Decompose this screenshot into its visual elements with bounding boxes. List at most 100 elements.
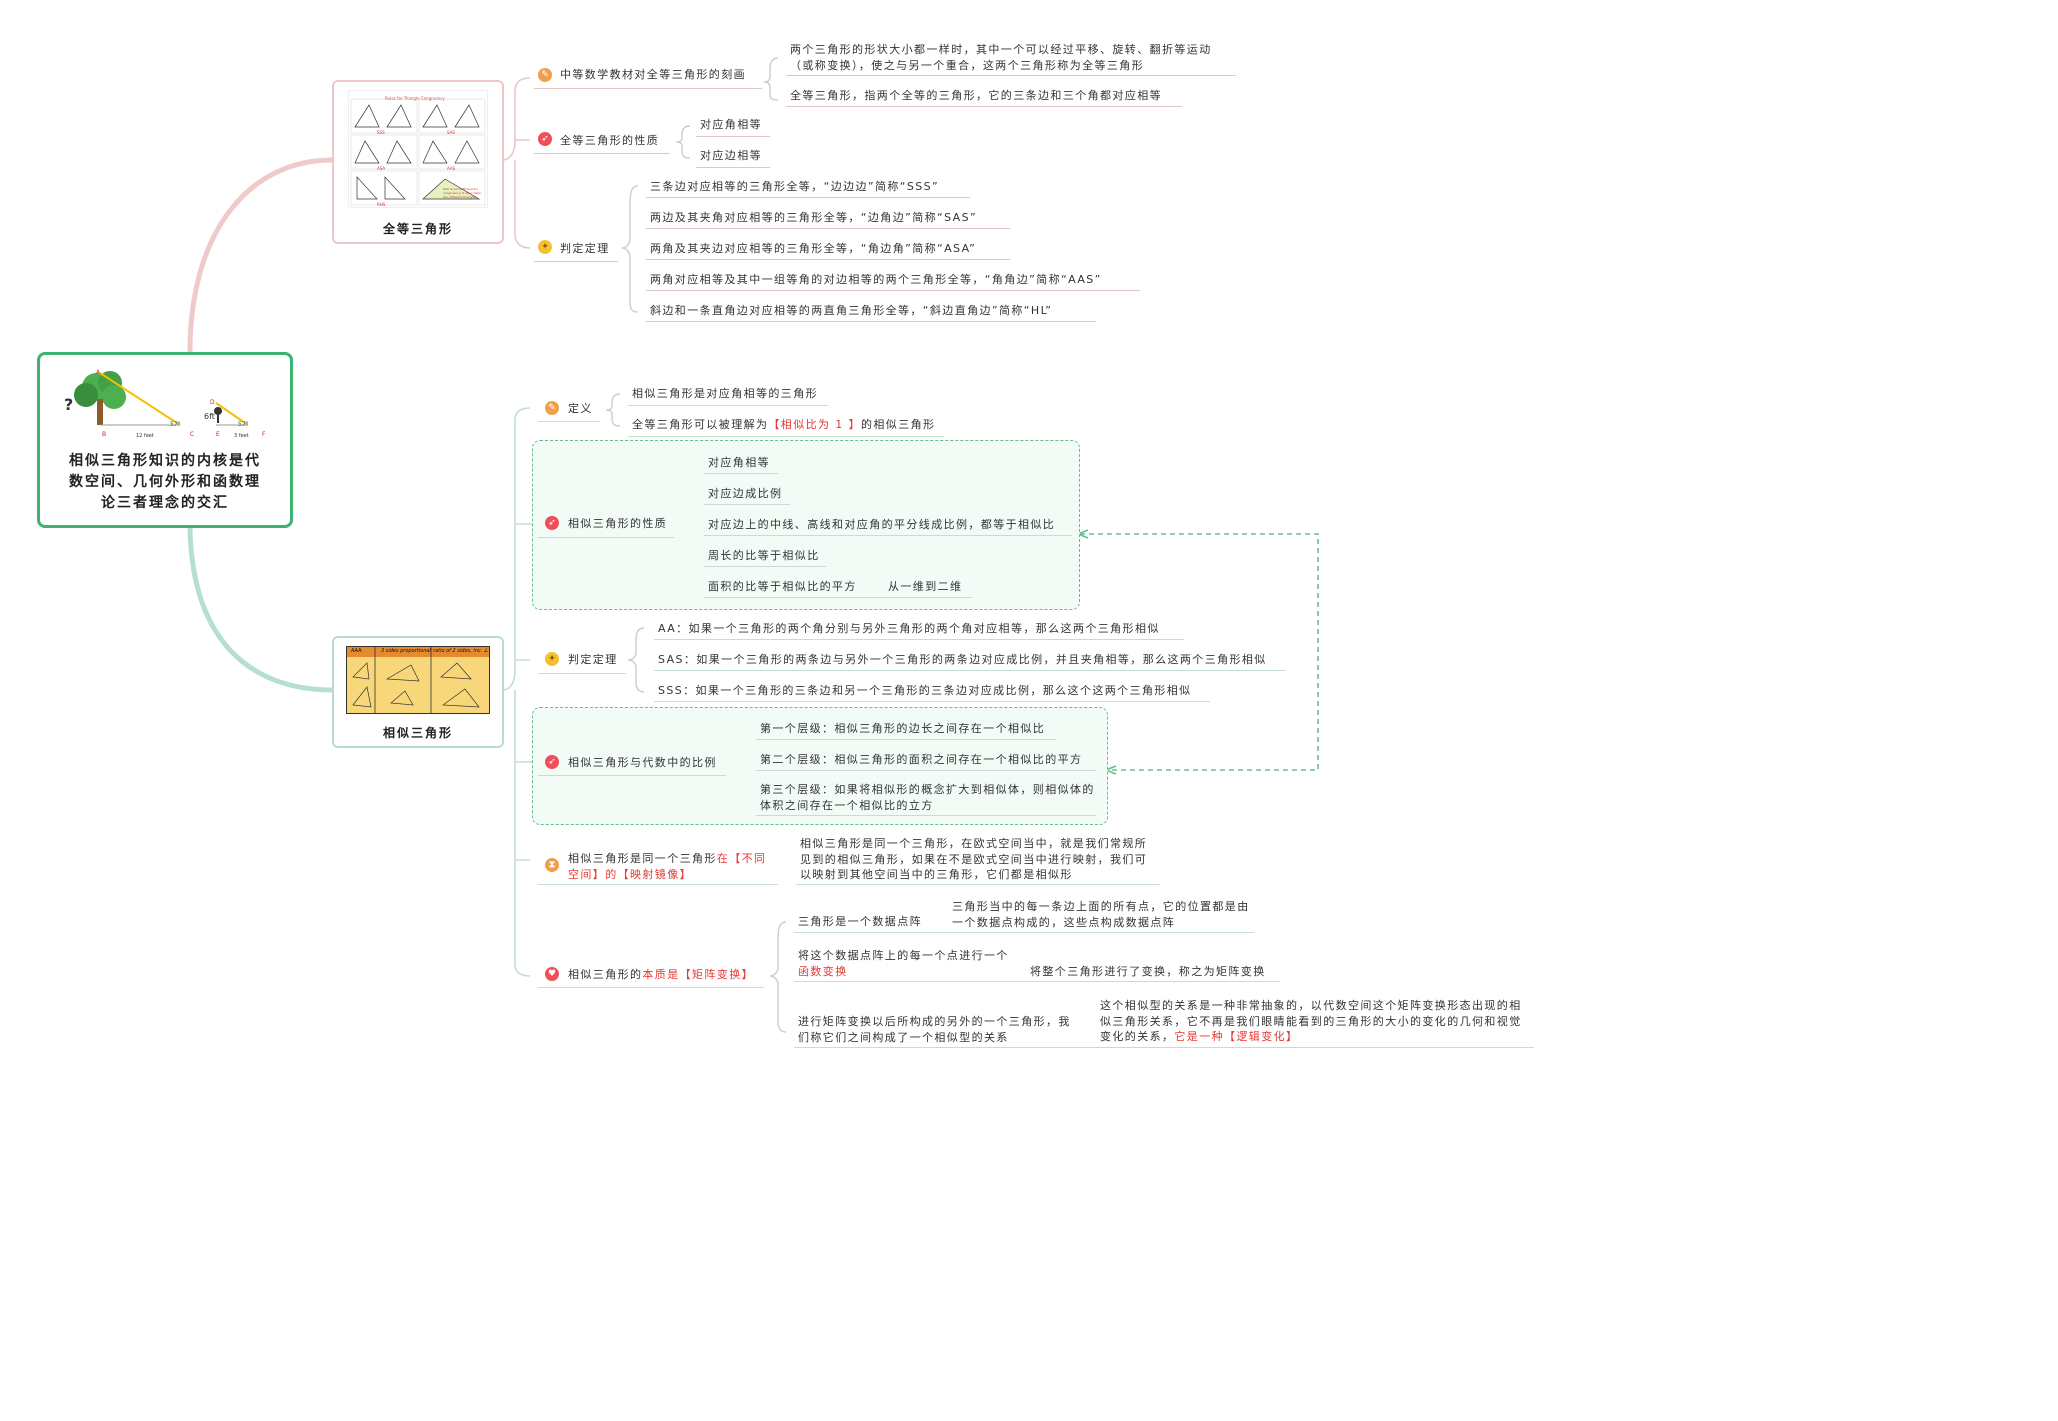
- similar-thumb-header-row: [347, 647, 489, 657]
- root-title-line-2: 数空间、几何外形和函数理: [69, 474, 261, 490]
- congruent-thumb-asa: ASA: [377, 166, 386, 171]
- sim-criteria-item-1[interactable]: AA：如果一个三角形的两个角分别与另外三角形的两个角对应相等，那么这两个三角形相…: [658, 622, 1160, 635]
- cong-textbook-item-1-underline: [786, 75, 1236, 76]
- cong-criteria-item-1[interactable]: 三条边对应相等的三角形全等，“边边边”简称“SSS”: [650, 180, 940, 193]
- similar-title: 相似三角形: [382, 726, 453, 740]
- cong-textbook-item-1[interactable]: 两个三角形的形状大小都一样时，其中一个可以经过平移、旋转、翻折等运动（或称变换）…: [790, 43, 1212, 72]
- sim-props-item-3-underline: [704, 535, 1072, 536]
- sim-algebra-item-2-underline: [756, 770, 1096, 771]
- root-angle-a: 57°: [170, 421, 181, 428]
- cong-props-item-1-underline: [696, 136, 770, 137]
- sim-criteria-underline: [538, 673, 626, 674]
- sim-criteria-label[interactable]: 判定定理: [568, 653, 618, 666]
- cong-criteria-item-2[interactable]: 两边及其夹角对应相等的三角形全等，“边角边”简称“SAS”: [650, 211, 978, 224]
- cong-criteria-item-2-underline: [646, 228, 1010, 229]
- root-point-a: A: [96, 369, 101, 376]
- cong-criteria-underline: [534, 261, 618, 262]
- sim-matrix-label-highlight: 本质是【矩阵变换】: [642, 968, 755, 981]
- sim-algebra-item-3[interactable]: 第三个层级：如果将相似形的概念扩大到相似体，则相似体的体积之间存在一个相似比的立…: [760, 783, 1095, 812]
- sim-matrix-underline: [538, 987, 764, 988]
- sim-matrix-function-detail[interactable]: 将整个三角形进行了变换，称之为矩阵变换: [1030, 965, 1266, 978]
- lightbulb-icon: ✦: [538, 240, 552, 254]
- cong-textbook-underline: [534, 88, 762, 89]
- cong-props-item-1[interactable]: 对应角相等: [700, 118, 762, 131]
- sim-props-note[interactable]: 从一维到二维: [888, 580, 963, 593]
- similar-card[interactable]: AAA 3 sides proportional ratio of 2 side…: [332, 636, 504, 748]
- sim-criteria-item-3[interactable]: SSS：如果一个三角形的三条边和另一个三角形的三条边对应成比例，那么这个这两个三…: [658, 684, 1192, 697]
- cong-textbook-item-2[interactable]: 全等三角形，指两个全等的三角形，它的三条边和三个角都对应相等: [790, 89, 1162, 102]
- sim-criteria-item-2-underline: [654, 670, 1286, 671]
- sim-algebra-label[interactable]: 相似三角形与代数中的比例: [568, 756, 717, 769]
- root-point-f: F: [262, 431, 266, 438]
- sim-algebra-box: [532, 707, 1108, 825]
- sim-props-item-5[interactable]: 面积的比等于相似比的平方: [708, 580, 857, 593]
- root-illustration: [74, 371, 249, 426]
- sim-props-label[interactable]: 相似三角形的性质: [568, 517, 668, 530]
- cong-criteria-item-3[interactable]: 两角及其夹边对应相等的三角形全等，“角边角”简称“ASA”: [650, 242, 977, 255]
- congruent-thumb-sas: SAS: [447, 130, 455, 135]
- sim-mapping-label[interactable]: 相似三角形是同一个三角形在【不同空间】的【映射镜像】: [568, 851, 778, 882]
- bracket-cong-props: [675, 125, 691, 159]
- bracket-sim-def: [605, 393, 621, 427]
- root-dist-b: 3 feet: [234, 433, 249, 439]
- sim-matrix-function-highlight: 函数变换: [798, 964, 848, 978]
- sim-matrix-function-label[interactable]: 将这个数据点阵上的每一个点进行一个函数变换: [798, 948, 1012, 979]
- cong-criteria-item-5[interactable]: 斜边和一条直角边对应相等的两直角三角形全等，“斜边直角边”简称“HL”: [650, 304, 1053, 317]
- sim-mapping-label-pre: 相似三角形是同一个三角形: [568, 852, 717, 865]
- cong-criteria-label[interactable]: 判定定理: [560, 242, 610, 255]
- sim-def-item-2-underline: [628, 436, 944, 437]
- hourglass-icon: ⧗: [545, 858, 559, 872]
- sim-matrix-relation-detail[interactable]: 这个相似型的关系是一种非常抽象的，以代数空间这个矩阵变换形态出现的相似三角形关系…: [1100, 998, 1530, 1045]
- cong-textbook-label[interactable]: 中等数学教材对全等三角形的刻画: [560, 68, 746, 81]
- sim-matrix-relation-label[interactable]: 进行矩阵变换以后所构成的另外的一个三角形，我们称它们之间构成了一个相似型的关系: [798, 1015, 1071, 1044]
- sim-def-underline: [538, 421, 600, 422]
- cong-props-item-2[interactable]: 对应边相等: [700, 149, 762, 162]
- sim-def-label[interactable]: 定义: [568, 402, 593, 415]
- congruent-thumb-aas: AAS: [447, 166, 456, 171]
- rocket-icon: ➶: [545, 755, 559, 769]
- sim-mapping-label-highlight: 在【不同空间】的【映射镜像】: [568, 852, 767, 881]
- root-angle-b: 57°: [238, 421, 249, 428]
- congruent-thumb-rhs: RHS: [377, 202, 386, 207]
- sim-def-item-2-post: 的相似三角形: [861, 418, 936, 431]
- lightbulb-icon: ✦: [545, 652, 559, 666]
- cong-criteria-item-5-underline: [646, 321, 1096, 322]
- sim-algebra-underline: [538, 775, 726, 776]
- cong-criteria-item-4[interactable]: 两角对应相等及其中一组等角的对边相等的两个三角形全等，“角角边”简称“AAS”: [650, 273, 1102, 286]
- similar-thumbnail: AAA 3 sides proportional ratio of 2 side…: [346, 646, 490, 714]
- sim-props-box: [532, 440, 1080, 610]
- rocket-icon: ➶: [545, 516, 559, 530]
- root-question-mark: ?: [64, 395, 75, 414]
- bracket-cong-criteria: [621, 185, 639, 313]
- sim-mapping-detail-underline: [796, 884, 1160, 885]
- sim-algebra-item-2[interactable]: 第二个层级：相似三角形的面积之间存在一个相似比的平方: [760, 753, 1083, 766]
- sim-props-item-4[interactable]: 周长的比等于相似比: [708, 549, 820, 562]
- root-title-line-1: 相似三角形知识的内核是代: [69, 453, 261, 469]
- root-node[interactable]: ? 6ft 57° 57° 12 feet 3 feet A B C D E F…: [37, 352, 293, 528]
- root-point-c: C: [190, 431, 195, 438]
- sim-props-item-1[interactable]: 对应角相等: [708, 456, 770, 469]
- sim-props-item-1-underline: [704, 473, 778, 474]
- sim-def-item-1[interactable]: 相似三角形是对应角相等的三角形: [632, 387, 818, 400]
- similar-thumb-header-1: AAA: [351, 648, 362, 654]
- sim-props-item-2[interactable]: 对应边成比例: [708, 487, 783, 500]
- sim-matrix-label[interactable]: 相似三角形的本质是【矩阵变换】: [568, 967, 754, 982]
- sim-criteria-item-2[interactable]: SAS：如果一个三角形的两条边与另外一个三角形的两条边对应成比例，并且夹角相等，…: [658, 653, 1267, 666]
- sim-matrix-lattice-label[interactable]: 三角形是一个数据点阵: [798, 915, 922, 928]
- congruent-thumb-shapes: [350, 98, 486, 206]
- cong-props-label[interactable]: 全等三角形的性质: [560, 134, 660, 147]
- cong-props-item-2-underline: [696, 167, 770, 168]
- congruent-card[interactable]: Rules for Triangle Congruency SSS SAS AS…: [332, 80, 504, 244]
- sim-algebra-item-1-underline: [756, 739, 1056, 740]
- sim-def-item-2[interactable]: 全等三角形可以被理解为【相似比为 1 】的相似三角形: [632, 417, 935, 432]
- sim-algebra-item-1[interactable]: 第一个层级：相似三角形的边长之间存在一个相似比: [760, 722, 1046, 735]
- sim-props-item-3[interactable]: 对应边上的中线、高线和对应角的平分线成比例，都等于相似比: [708, 518, 1056, 531]
- sim-matrix-lattice-detail[interactable]: 三角形当中的每一条边上面的所有点，它的位置都是由一个数据点构成的，这些点构成数据…: [952, 900, 1250, 929]
- sim-props-item-4-underline: [704, 566, 826, 567]
- root-point-e: E: [216, 431, 220, 438]
- sim-props-underline: [538, 537, 674, 538]
- sim-matrix-function-pre: 将这个数据点阵上的每一个点进行一个: [798, 949, 1009, 962]
- root-point-b: B: [102, 431, 107, 438]
- similar-thumb-shapes: [352, 647, 480, 713]
- sim-mapping-detail[interactable]: 相似三角形是同一个三角形，在欧式空间当中，就是我们常规所见到的相似三角形，如果在…: [800, 837, 1148, 881]
